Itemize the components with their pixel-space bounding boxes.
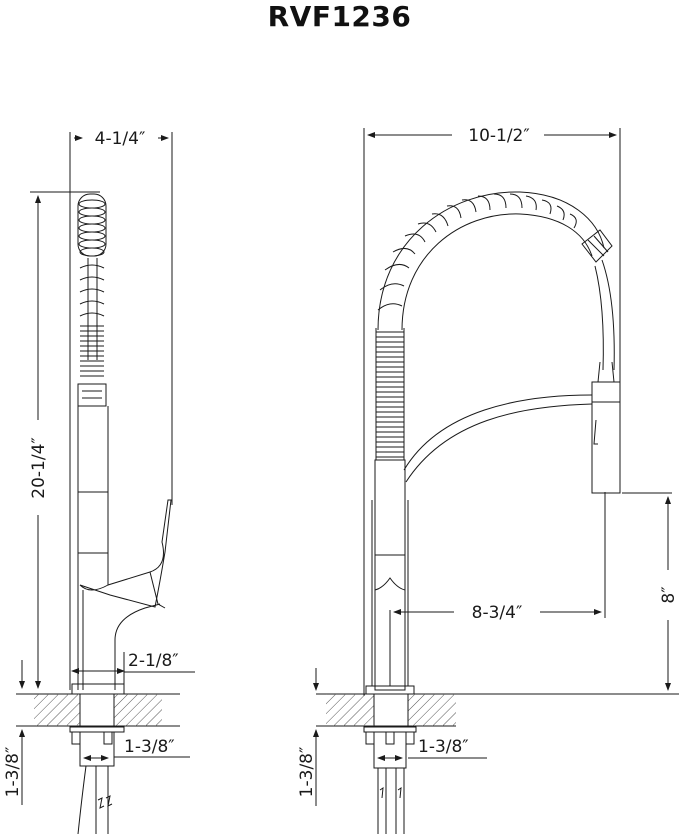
side-height-label: 20-1/4″: [29, 437, 49, 498]
front-deck-thickness-label: 1-3/8″: [297, 747, 317, 798]
front-view: [313, 128, 679, 834]
front-clearance-label: 8″: [659, 586, 679, 603]
side-width-label: 4-1/4″: [95, 129, 146, 149]
side-deck-thickness-label: 1-3/8″: [3, 747, 23, 798]
front-shank-diameter-label: 1-3/8″: [418, 737, 469, 757]
side-shank-diameter-label: 1-3/8″: [124, 737, 175, 757]
front-reach-label: 8-3/4″: [472, 603, 523, 623]
side-base-diameter-label: 2-1/8″: [128, 651, 179, 671]
front-width-label: 10-1/2″: [468, 126, 529, 146]
model-title: RVF1236: [267, 0, 412, 33]
